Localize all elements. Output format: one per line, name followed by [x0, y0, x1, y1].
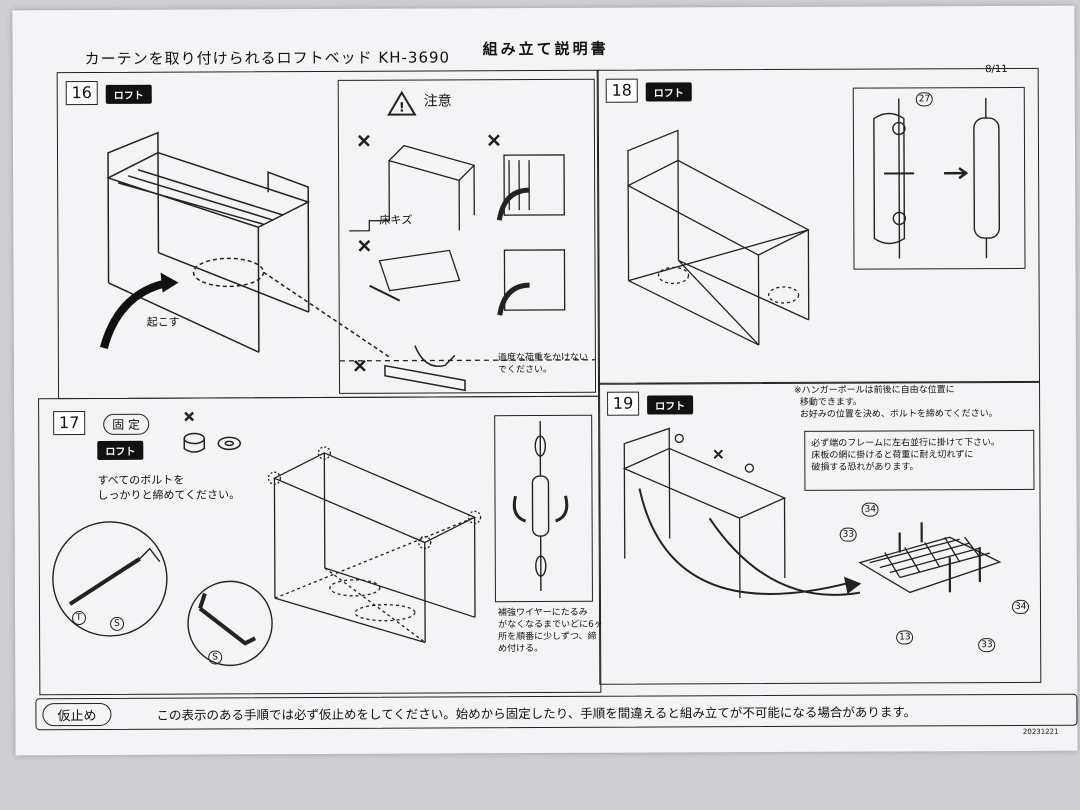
step-number: 19: [607, 391, 640, 416]
part-34-label-a: 34: [861, 502, 880, 517]
hook-detail-box: 27: [852, 86, 1026, 270]
product-title: カーテンを取り付けられるロフトベッド KH-3690: [84, 48, 451, 69]
tool-s-label-2: S: [208, 650, 222, 665]
svg-text:!: !: [399, 101, 405, 116]
warning-icon: !: [387, 90, 417, 116]
loft-bed-wire-illustration: [626, 129, 810, 346]
wire-tensioner-icon: [512, 421, 569, 592]
part-33-label-b: 33: [978, 638, 996, 653]
step-19-panel: 19 ロフト ※ハンガーポールは前後に自由な位置に 移動できます。 お好みの位置…: [598, 380, 1042, 685]
instruction-sheet: カーテンを取り付けられるロフトベッド KH-3690 組み立て説明書 8/11 …: [12, 5, 1078, 756]
loft-bed-illustration: [99, 131, 390, 358]
wire-tension-box: [494, 414, 593, 603]
step-number: 18: [605, 78, 638, 103]
bolt-and-washer-icon: [183, 411, 242, 453]
loft-badge: ロフト: [105, 84, 152, 104]
hanger-note: ※ハンガーポールは前後に自由な位置に 移動できます。 お好みの位置を決め、ボルト…: [794, 385, 998, 420]
part-13-label: 13: [896, 630, 914, 645]
loft-badge: ロフト: [647, 395, 694, 415]
part-34-label-b: 34: [1011, 599, 1030, 614]
wrench-tools-illustration: [52, 521, 273, 667]
fix-label: 固 定: [103, 413, 150, 435]
hanger-bed-illustration: [622, 427, 1002, 599]
document-code: 20231221: [1022, 727, 1059, 736]
manual-title: 組み立て説明書: [482, 39, 609, 59]
bolt-instruction: すべてのボルトを しっかりと締めてください。: [97, 473, 241, 502]
wire-note: 補強ワイヤーにたるみ がなくなるまでいどに6ヶ 所を順番に少しずつ、締 め付ける…: [497, 607, 603, 655]
tool-t-label: T: [72, 611, 86, 626]
tool-s-label: S: [110, 616, 124, 631]
caution-illustrations: [339, 134, 595, 362]
bolt-tightening-illustration: [267, 446, 482, 644]
caution-title: 注意: [423, 93, 452, 110]
caution-box: ! 注意: [337, 78, 597, 394]
footer-text: この表示のある手順では必ず仮止めをしてください。始めから固定したり、手順を間違え…: [156, 704, 917, 723]
step-17-panel: 17 固 定 ロフト すべてのボルトを しっかりと締めてください。 T: [38, 395, 603, 696]
hook-detail-illustration: [873, 98, 1001, 259]
caution-note: 過度な荷重をかけない でください。: [497, 352, 588, 376]
foot-illustration: [354, 345, 466, 392]
part-27-label: 27: [915, 92, 934, 107]
step-number: 16: [65, 80, 98, 106]
raise-label: 起こす: [146, 315, 180, 329]
step-16-panel: 16 ロフト 起こす ! 注意: [56, 69, 601, 400]
step-number: 17: [53, 411, 86, 436]
part-33-label-a: 33: [839, 527, 858, 542]
loft-badge: ロフト: [645, 82, 692, 102]
footer-note: 仮止め この表示のある手順では必ず仮止めをしてください。始めから固定したり、手順…: [35, 693, 1078, 736]
temporary-fix-badge: 仮止め: [42, 702, 112, 727]
floor-damage-label: 床キズ: [379, 213, 413, 227]
step-18-panel: 18 ロフト: [596, 67, 1041, 385]
loft-badge: ロフト: [97, 440, 144, 460]
